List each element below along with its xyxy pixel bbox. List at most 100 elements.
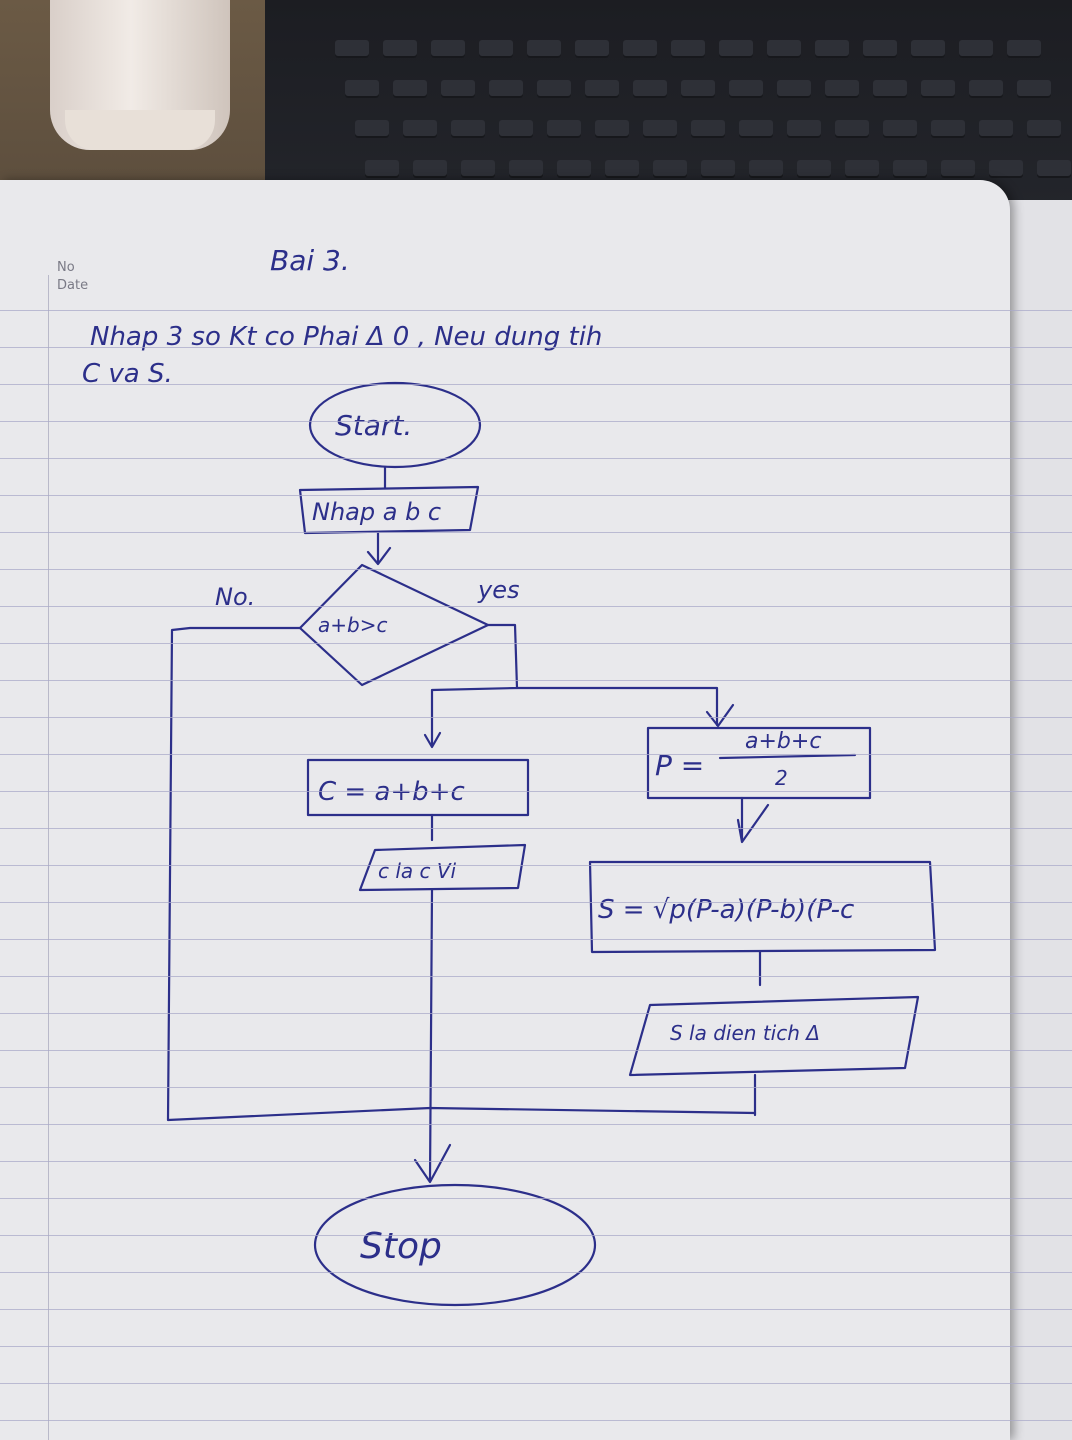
- ruled-line: [0, 347, 1072, 348]
- ruled-line: [0, 1013, 1072, 1014]
- keyboard-key: [1027, 120, 1061, 138]
- keyboard-key: [335, 40, 369, 58]
- keyboard-key: [767, 40, 801, 58]
- ruled-line: [0, 1309, 1072, 1310]
- ruled-line: [0, 939, 1072, 940]
- ruled-line: [0, 902, 1072, 903]
- keyboard-key: [835, 120, 869, 138]
- fraction-bar: [718, 753, 857, 760]
- ruled-line: [0, 1346, 1072, 1347]
- ruled-line: [0, 1124, 1072, 1125]
- keyboard-key: [797, 160, 831, 178]
- keyboard-key: [643, 120, 677, 138]
- condition-text: a+b>c: [318, 613, 387, 637]
- arrow-to-stop: [428, 888, 434, 1182]
- area-output-box: [628, 995, 920, 1077]
- keyboard-key: [681, 80, 715, 98]
- keyboard-key: [863, 40, 897, 58]
- ruled-line: [0, 569, 1072, 570]
- ruled-line: [0, 606, 1072, 607]
- keyboard-key: [845, 160, 879, 178]
- keyboard-key: [787, 120, 821, 138]
- keyboard-key: [931, 120, 965, 138]
- date-label: Date: [57, 278, 89, 293]
- keyboard-key: [575, 40, 609, 58]
- bottle-label: [65, 110, 215, 150]
- ruled-line: [0, 384, 1072, 385]
- perimeter-text: C = a+b+c: [318, 777, 465, 807]
- keyboard-key: [365, 160, 399, 178]
- input-box: [298, 485, 480, 535]
- keyboard-key: [979, 120, 1013, 138]
- area-output-text: S la dien tich Δ: [670, 1021, 820, 1045]
- ruled-line: [0, 1198, 1072, 1199]
- keyboard-key: [499, 120, 533, 138]
- keyboard-key: [633, 80, 667, 98]
- arrowhead: [366, 546, 392, 566]
- stop-terminal: [313, 1183, 597, 1307]
- keyboard-key: [451, 120, 485, 138]
- start-terminal: [308, 381, 482, 469]
- arrowhead: [736, 803, 770, 844]
- keyboard-key: [585, 80, 619, 98]
- keyboard-key: [921, 80, 955, 98]
- ruled-line: [0, 1161, 1072, 1162]
- ruled-line: [0, 791, 1072, 792]
- keyboard-key: [383, 40, 417, 58]
- keyboard-key: [653, 160, 687, 178]
- area-text: S = √p(P-a)(P-b)(P-c: [598, 895, 854, 925]
- keyboard-key: [479, 40, 513, 58]
- keyboard-key: [393, 80, 427, 98]
- ruled-line: [0, 754, 1072, 755]
- ruled-line: [0, 421, 1072, 422]
- keyboard-key: [739, 120, 773, 138]
- decision-diamond: [298, 563, 490, 687]
- keyboard-key: [595, 120, 629, 138]
- ruled-line: [0, 1383, 1072, 1384]
- keyboard-key: [691, 120, 725, 138]
- keyboard-key: [413, 160, 447, 178]
- ruled-line: [0, 1272, 1072, 1273]
- perimeter-output-text: c la c Vi: [378, 859, 457, 883]
- keyboard-key: [403, 120, 437, 138]
- ruled-line: [0, 1087, 1072, 1088]
- keyboard-key: [461, 160, 495, 178]
- keyboard-key: [527, 40, 561, 58]
- keyboard-key: [557, 160, 591, 178]
- no-label: No: [57, 260, 75, 275]
- keyboard-key: [883, 120, 917, 138]
- ruled-line: [0, 680, 1072, 681]
- keyboard-key: [509, 160, 543, 178]
- keyboard-key: [537, 80, 571, 98]
- start-text: Start.: [335, 409, 412, 442]
- keyboard-key: [941, 160, 975, 178]
- notebook-left-page: [0, 180, 1010, 1440]
- ruled-line: [0, 865, 1072, 866]
- input-text: Nhap a b c: [312, 498, 441, 526]
- keyboard-key: [701, 160, 735, 178]
- keyboard-key: [431, 40, 465, 58]
- p-denominator: 2: [775, 766, 788, 790]
- ruled-line: [0, 495, 1072, 496]
- keyboard-key: [489, 80, 523, 98]
- keyboard-key: [969, 80, 1003, 98]
- arrowhead: [423, 731, 442, 749]
- keyboard-key: [1017, 80, 1051, 98]
- arrowhead: [413, 1143, 452, 1184]
- ruled-line: [0, 828, 1072, 829]
- ruled-line: [0, 532, 1072, 533]
- stop-text: Stop: [360, 1226, 442, 1267]
- margin-line: [48, 275, 49, 1440]
- half-perimeter-box: [646, 726, 872, 800]
- keyboard-key: [777, 80, 811, 98]
- keyboard-key: [605, 160, 639, 178]
- ruled-line: [0, 1420, 1072, 1421]
- keyboard-key: [911, 40, 945, 58]
- keyboard-key: [547, 120, 581, 138]
- keyboard-key: [623, 40, 657, 58]
- keyboard-key: [671, 40, 705, 58]
- keyboard-key: [959, 40, 993, 58]
- no-branch-line: [166, 626, 757, 1122]
